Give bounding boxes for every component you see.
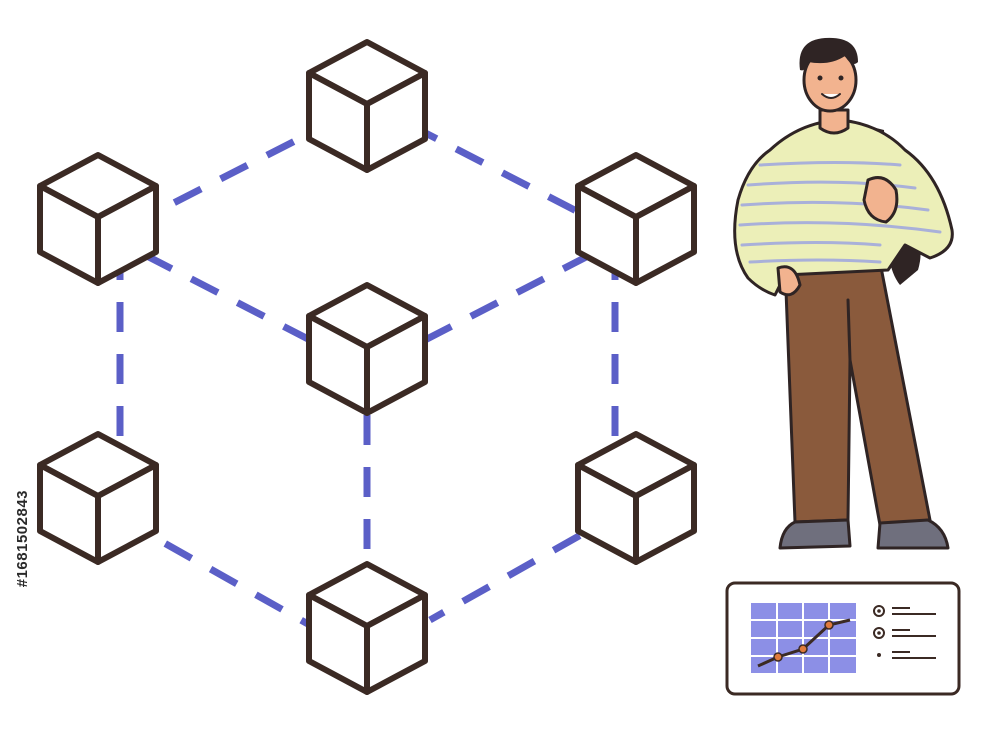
chart-card-legend (873, 605, 936, 659)
connector-top-right (408, 121, 592, 222)
chart-card-gridlines (751, 603, 856, 673)
cube-lower-right (578, 434, 694, 562)
network-connectors (116, 114, 627, 632)
hand-right (862, 176, 899, 224)
connector-bottom-left (118, 514, 317, 632)
connector-left-center (143, 251, 312, 344)
sweater-stripes (738, 161, 942, 264)
stock-id-watermark: #1681502843 (14, 490, 31, 588)
cube-upper-right (578, 155, 694, 283)
connector-right-center (423, 251, 592, 344)
person-illustration (733, 37, 954, 550)
pants (783, 260, 932, 527)
hand-left (776, 265, 802, 297)
shoe-left (778, 518, 852, 550)
cube-upper-left (40, 155, 156, 283)
cube-center (309, 285, 425, 413)
connector-bottom-right (428, 506, 627, 624)
cube-top (309, 42, 425, 170)
shoe-right (876, 518, 950, 550)
hair (799, 37, 858, 71)
cube-lower-left (40, 434, 156, 562)
connector-top-left (148, 114, 342, 219)
cube-bottom (309, 564, 425, 692)
chart-card (725, 581, 961, 696)
